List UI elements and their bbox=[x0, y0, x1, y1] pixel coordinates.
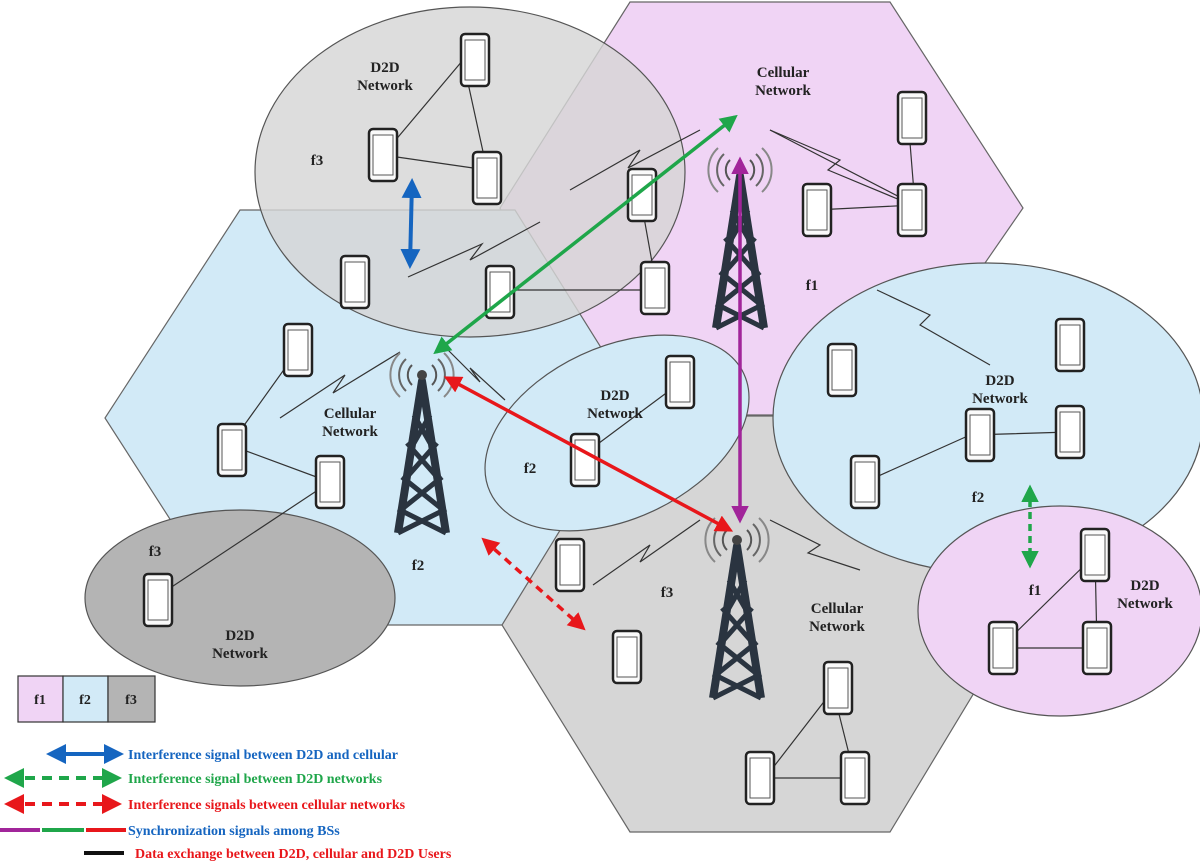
d2d-freq-bottom-left: f3 bbox=[149, 544, 162, 560]
legend-label-d2d-networks: Interference signal between D2D networks bbox=[128, 772, 383, 787]
d2d-label-top-left-line-2: Network bbox=[357, 78, 413, 94]
d2d-ellipse-bottom-left bbox=[84, 509, 396, 687]
d2d-freq-center: f2 bbox=[524, 461, 537, 477]
swatch-f2-label: f2 bbox=[79, 693, 91, 708]
cell-freq-bottom: f3 bbox=[661, 585, 674, 601]
d2d-freq-top-left: f3 bbox=[311, 153, 324, 169]
sync-signal-red-arrow bbox=[443, 376, 734, 532]
d2d-label-far-right-line-2: Network bbox=[1117, 596, 1173, 612]
d2d-label-bottom-left-line-2: Network bbox=[212, 646, 268, 662]
cell-label-bottom-line-2: Network bbox=[809, 619, 865, 635]
cell-label-left-line-2: Network bbox=[322, 424, 378, 440]
frequency-swatches: f1 f2 f3 bbox=[17, 675, 156, 723]
swatch-f1-label: f1 bbox=[34, 693, 46, 708]
d2d-freq-right: f2 bbox=[972, 490, 985, 506]
legend: Interference signal between D2D and cell… bbox=[0, 744, 452, 862]
interference-d2d-cellular-arrow bbox=[400, 178, 422, 269]
cell-freq-left: f2 bbox=[412, 558, 425, 574]
d2d-label-right-line-2: Network bbox=[972, 391, 1028, 407]
legend-label-data: Data exchange between D2D, cellular and … bbox=[135, 847, 452, 862]
cell-label-top-line-2: Network bbox=[755, 83, 811, 99]
legend-label-d2d-cellular: Interference signal between D2D and cell… bbox=[128, 748, 398, 763]
wireless-links bbox=[279, 129, 991, 586]
sync-signal-green-arrow bbox=[433, 114, 738, 355]
swatch-f3-label: f3 bbox=[125, 693, 137, 708]
legend-label-sync: Synchronization signals among BSs bbox=[128, 824, 340, 839]
swatch-f3 bbox=[107, 675, 156, 723]
swatch-f1 bbox=[17, 675, 64, 723]
cell-freq-top: f1 bbox=[806, 278, 819, 294]
d2d-label-center-line-2: Network bbox=[587, 406, 643, 422]
d2d-freq-far-right: f1 bbox=[1029, 583, 1042, 599]
legend-label-cellular: Interference signals between cellular ne… bbox=[128, 798, 406, 813]
